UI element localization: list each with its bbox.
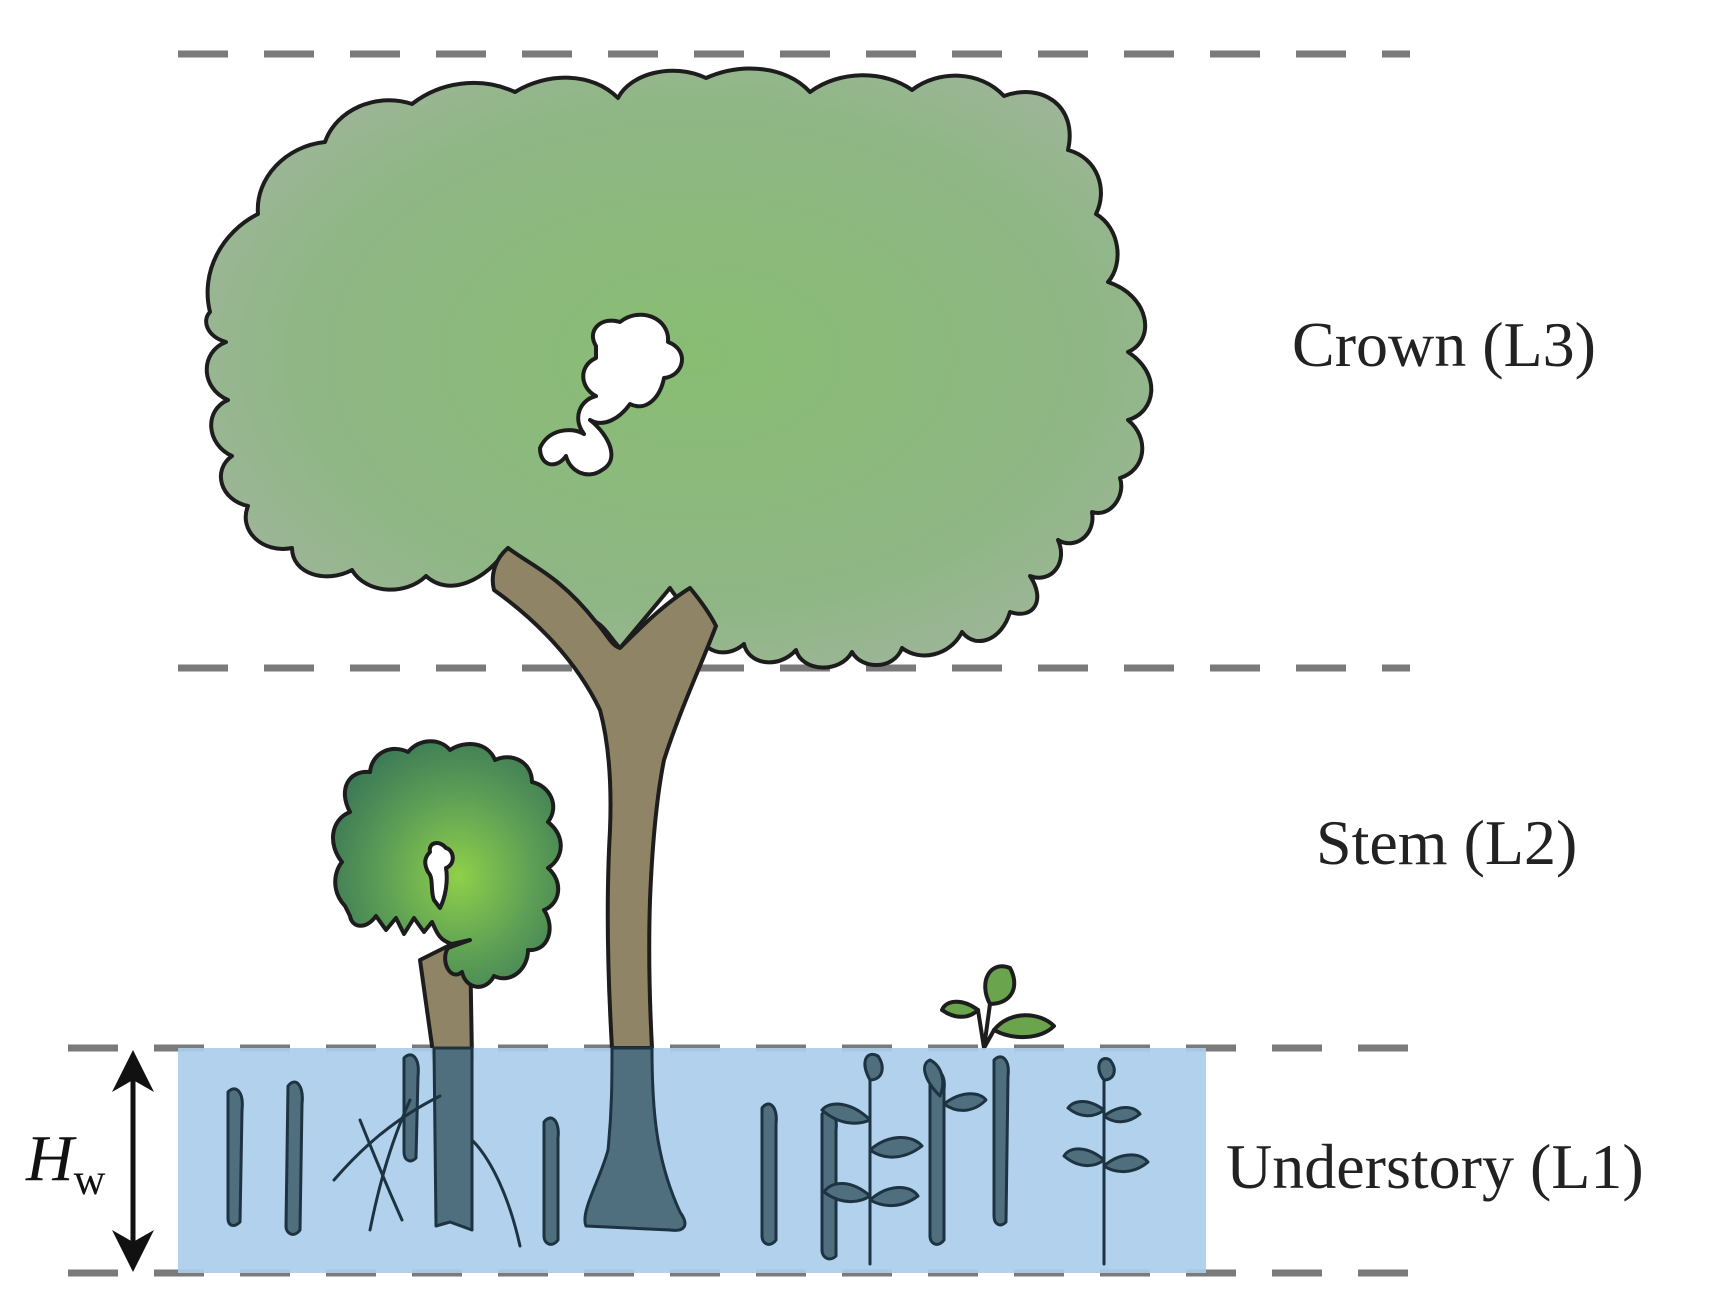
stem-layer-label: Stem (L2) bbox=[1316, 807, 1577, 878]
double-arrow-icon bbox=[112, 1050, 154, 1272]
seedling-icon bbox=[940, 964, 1056, 1050]
crown-layer-label: Crown (L3) bbox=[1292, 309, 1596, 380]
water-depth-symbol: H bbox=[25, 1122, 77, 1195]
understory-layer-label: Understory (L1) bbox=[1226, 1131, 1644, 1202]
submerged-vegetation bbox=[226, 1046, 1150, 1266]
tree-trunk-icon bbox=[490, 546, 718, 1050]
small-tree-icon bbox=[330, 739, 563, 1062]
water-layer bbox=[178, 1048, 1206, 1273]
tree-crown-icon bbox=[204, 66, 1154, 670]
water-depth-label: Hw bbox=[25, 1122, 106, 1204]
water-depth-subscript: w bbox=[74, 1155, 106, 1204]
